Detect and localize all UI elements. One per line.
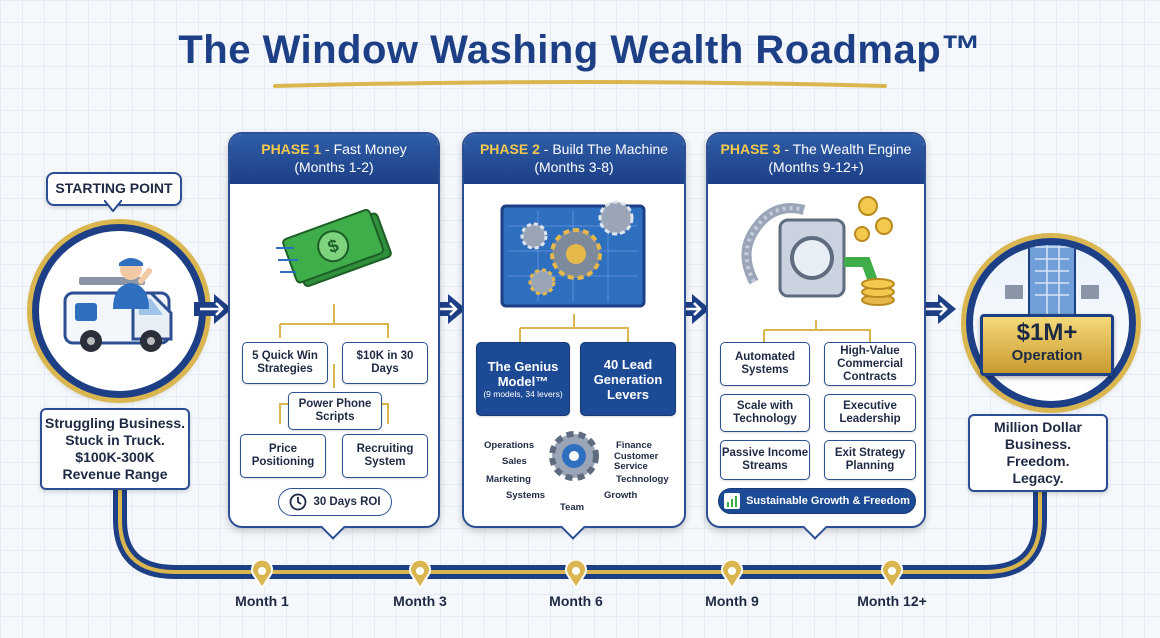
- phase-3-label: PHASE 3: [720, 141, 781, 157]
- end-desc-line-4: Legacy.: [1012, 470, 1064, 486]
- timeline-marker-3: [565, 560, 587, 590]
- timeline-label-month-12: Month 12+: [857, 593, 927, 609]
- timeline-marker-1: [251, 560, 273, 590]
- phase-3-header: PHASE 3 - The Wealth Engine (Months 9-12…: [708, 134, 924, 184]
- end-badge: $1M+ Operation: [980, 314, 1114, 376]
- phase-2-name: - Build The Machine: [539, 141, 669, 157]
- phase-3-node-exit-strategy: Exit Strategy Planning: [824, 440, 916, 480]
- arrow-right-icon: [918, 294, 956, 324]
- phase-3-node-automated-systems: Automated Systems: [720, 342, 810, 386]
- phase-1-connectors: [279, 304, 389, 424]
- timeline-marker-4: [721, 560, 743, 590]
- phase-2-panel: PHASE 2 - Build The Machine (Months 3-8)…: [462, 132, 686, 540]
- gear-label-customer-service: Customer Service: [614, 451, 659, 472]
- end-desc-line-1: Million Dollar: [994, 419, 1082, 435]
- wealth-machine-icon: [741, 196, 895, 306]
- start-desc-line-3: $100K-300K: [75, 449, 155, 465]
- end-badge-value: $1M+: [1016, 319, 1078, 346]
- blueprint-gears-icon: [500, 200, 646, 308]
- phase-1-node-recruiting: Recruiting System: [342, 434, 428, 478]
- phase-1-panel: PHASE 1 - Fast Money (Months 1-2) $ 5 Qu…: [228, 132, 440, 540]
- money-icon: $: [276, 208, 392, 288]
- arrow-right-icon: [194, 294, 232, 324]
- phase-3-footer: Sustainable Growth & Freedom: [718, 488, 916, 514]
- phase-2-connectors: [519, 314, 629, 344]
- gear-label-growth: Growth: [604, 490, 638, 501]
- end-badge-label: Operation: [1011, 347, 1083, 364]
- phase-2-label: PHASE 2: [479, 141, 540, 157]
- phase-1-months: (Months 1-2): [294, 159, 374, 175]
- phase-1-node-quick-win: 5 Quick Win Strategies: [242, 342, 328, 384]
- phase-2-node-lead-levers: 40 Lead Generation Levers: [580, 342, 676, 416]
- phase-3-node-passive-income: Passive Income Streams: [720, 440, 810, 480]
- timeline-marker-5: [881, 560, 903, 590]
- phase-3-node-executive-leadership: Executive Leadership: [824, 394, 916, 432]
- gear-label-finance: Finance: [616, 440, 652, 451]
- worker-icon: [113, 258, 152, 309]
- van-icon: [63, 277, 173, 352]
- timeline-label-month-3: Month 3: [393, 593, 447, 609]
- end-point-description: Million Dollar Business. Freedom. Legacy…: [968, 414, 1108, 492]
- end-desc-line-3: Freedom.: [1006, 453, 1070, 469]
- phase-1-node-10k: $10K in 30 Days: [342, 342, 428, 384]
- phase-3-node-scale-technology: Scale with Technology: [720, 394, 810, 432]
- phase-1-label: PHASE 1: [261, 141, 322, 157]
- gear-label-technology: Technology: [616, 474, 669, 485]
- start-desc-line-2: Stuck in Truck.: [65, 432, 165, 448]
- genius-model-title: The Genius Model™: [487, 359, 559, 389]
- gear-label-operations: Operations: [484, 440, 535, 451]
- phase-1-footer: 30 Days ROI: [278, 488, 392, 516]
- timeline-label-month-1: Month 1: [235, 593, 289, 609]
- phase-1-node-phone-scripts: Power Phone Scripts: [288, 392, 382, 430]
- phase-2-months: (Months 3-8): [534, 159, 614, 175]
- start-desc-line-1: Struggling Business.: [44, 415, 185, 431]
- gear-label-systems: Systems: [506, 490, 546, 501]
- phase-3-footer-label: Sustainable Growth & Freedom: [746, 495, 910, 507]
- gear-label-team: Team: [560, 502, 585, 513]
- phase-1-name: - Fast Money: [321, 141, 407, 157]
- genius-model-detail: (9 models, 34 levers): [483, 389, 563, 399]
- end-desc-line-2: Business.: [1004, 436, 1072, 452]
- timeline-marker-2: [409, 560, 431, 590]
- tag-pointer: [104, 200, 122, 212]
- gear-label-sales: Sales: [502, 456, 527, 467]
- phase-2-node-genius-model: The Genius Model™ (9 models, 34 levers): [476, 342, 570, 416]
- phase-3-node-commercial-contracts: High-Value Commercial Contracts: [824, 342, 916, 386]
- gear-label-marketing: Marketing: [486, 474, 531, 485]
- start-desc-line-4: Revenue Range: [62, 466, 168, 482]
- phase-3-panel: PHASE 3 - The Wealth Engine (Months 9-12…: [706, 132, 926, 540]
- phase-3-connectors: [763, 320, 871, 342]
- clock-icon: [290, 493, 307, 511]
- timeline-label-month-9: Month 9: [705, 593, 759, 609]
- gear-icon: [549, 431, 599, 481]
- phase-3-months: (Months 9-12+): [768, 159, 864, 175]
- phase-2-header: PHASE 2 - Build The Machine (Months 3-8): [464, 134, 684, 184]
- title-underline: [273, 80, 887, 88]
- page-title: The Window Washing Wealth Roadmap™: [178, 28, 982, 72]
- phase-1-header: PHASE 1 - Fast Money (Months 1-2): [230, 134, 438, 184]
- starting-point-circle: [32, 224, 206, 398]
- growth-chart-icon: [724, 493, 741, 509]
- starting-point-description: Struggling Business. Stuck in Truck. $10…: [40, 408, 190, 490]
- phase-1-node-price-positioning: Price Positioning: [240, 434, 326, 478]
- phase-3-name: - The Wealth Engine: [780, 141, 912, 157]
- timeline-label-month-6: Month 6: [549, 593, 603, 609]
- phase-1-footer-label: 30 Days ROI: [313, 496, 381, 508]
